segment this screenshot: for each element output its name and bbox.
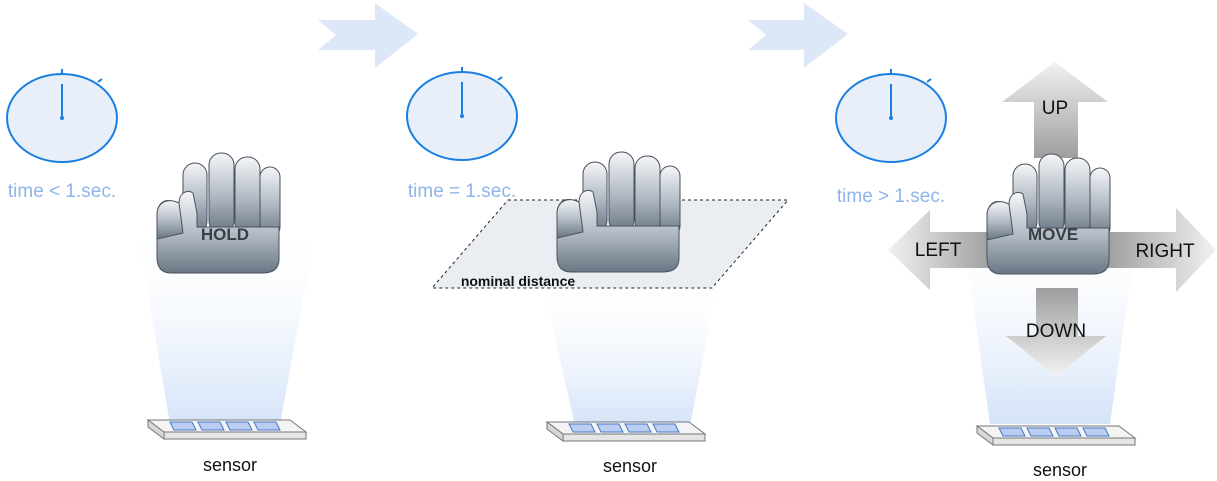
- direction-right-label: RIGHT: [1135, 241, 1195, 262]
- panel-move: time > 1.sec. MOVE UP DOWN LEFT RIGHT se…: [835, 62, 1216, 480]
- stopwatch-icon: [406, 66, 518, 161]
- time-label: time < 1.sec.: [8, 181, 116, 202]
- sensor-label: sensor: [1033, 460, 1087, 480]
- stopwatch-icon: [6, 68, 118, 163]
- hand-icon: [986, 153, 1111, 275]
- direction-left-label: LEFT: [915, 240, 962, 261]
- arrow-right-icon: [1106, 208, 1216, 292]
- plane-label: nominal distance: [461, 273, 576, 289]
- sensor-beam: [540, 270, 720, 426]
- panel-hold: time < 1.sec. HOLD sensor: [6, 68, 318, 475]
- time-label: time = 1.sec.: [408, 181, 516, 202]
- hand-icon: [156, 152, 281, 274]
- flow-arrow-icon: [748, 3, 848, 68]
- arrow-down-icon: [1006, 288, 1106, 376]
- sensor-icon: [976, 425, 1136, 446]
- hand-label: MOVE: [1028, 225, 1078, 244]
- flow-arrow-icon: [318, 3, 418, 68]
- hand-label: HOLD: [201, 225, 249, 244]
- direction-down-label: DOWN: [1026, 321, 1086, 342]
- sensor-icon: [546, 421, 706, 442]
- sensor-label: sensor: [203, 455, 257, 475]
- hand-icon: [556, 151, 681, 273]
- panel-nominal: time = 1.sec. nominal distance sensor: [406, 66, 790, 476]
- sensor-label: sensor: [603, 456, 657, 476]
- arrow-up-icon: [1002, 62, 1108, 158]
- sensor-icon: [147, 419, 307, 440]
- arrow-left-icon: [888, 210, 992, 290]
- time-label: time > 1.sec.: [837, 186, 945, 207]
- stopwatch-icon: [835, 68, 947, 163]
- direction-up-label: UP: [1042, 98, 1068, 119]
